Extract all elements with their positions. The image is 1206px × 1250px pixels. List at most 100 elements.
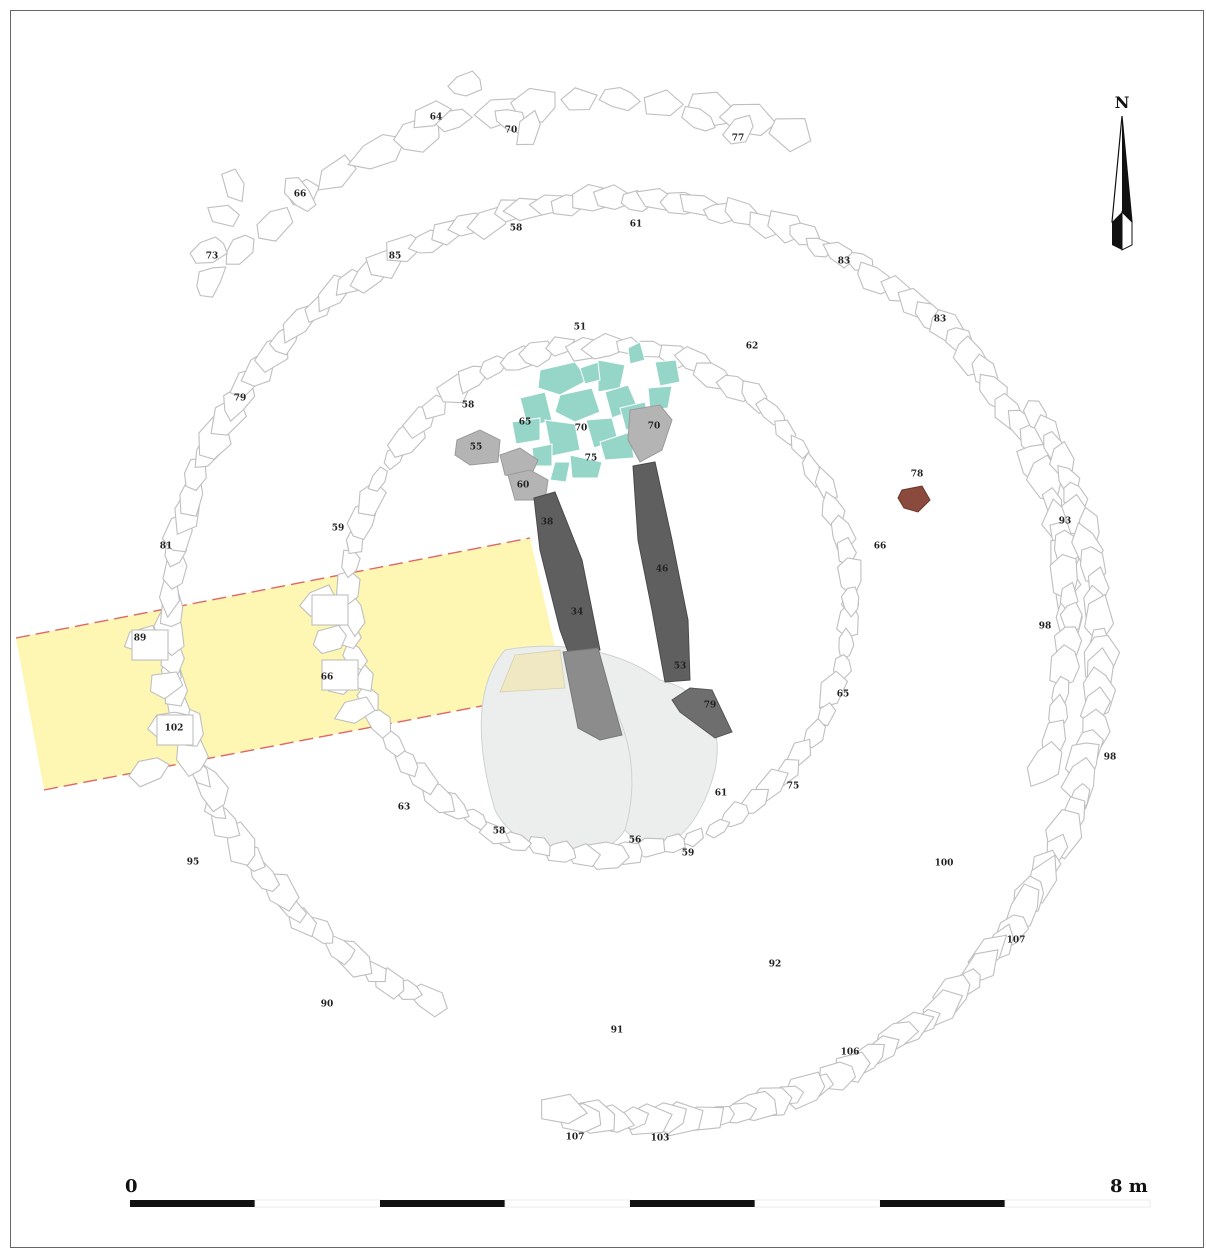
ring-stone (333, 696, 376, 724)
ring-stone (413, 100, 453, 129)
trench-stone (156, 714, 194, 746)
stone-label: 79 (704, 701, 717, 711)
ring-stone (560, 87, 598, 111)
stone-label: 70 (648, 422, 661, 432)
stone-label: 59 (332, 524, 345, 534)
stone-label: 64 (430, 113, 443, 123)
ring-stone (394, 749, 419, 778)
stone-label: 95 (187, 858, 200, 868)
orthostats (533, 461, 733, 741)
ring-stone (816, 702, 837, 727)
ring-stone (1049, 644, 1080, 686)
stone-label: 60 (517, 481, 530, 491)
ring-stone (541, 1093, 589, 1125)
stone-label: 62 (746, 342, 759, 352)
ring-stone (421, 394, 447, 420)
ring-stone (836, 536, 858, 566)
stone-label: 55 (470, 443, 483, 453)
ring-stone (545, 336, 576, 357)
north-arrow: N (1111, 93, 1133, 251)
stone-label: 46 (656, 565, 669, 575)
stone-label: 91 (611, 1026, 624, 1036)
ring-stone (256, 206, 294, 242)
stone-rings (123, 70, 1121, 1137)
central-mound (480, 645, 718, 856)
ring-stone (681, 105, 716, 132)
ring-stone (189, 236, 228, 264)
ring-stone (527, 836, 551, 857)
north-label: N (1115, 93, 1130, 112)
ring-stone (196, 266, 227, 298)
stone-label: 61 (630, 220, 643, 230)
ring-stone (478, 820, 511, 845)
stone-label: 70 (575, 424, 588, 434)
stone-label: 103 (651, 1134, 670, 1144)
stone-label: 98 (1104, 753, 1117, 763)
stone-label: 73 (206, 252, 219, 262)
ring-stone (1026, 740, 1063, 788)
trench-stone (321, 659, 359, 691)
stone-label: 92 (769, 960, 782, 970)
stone-label: 70 (505, 126, 518, 136)
stone-label: 98 (1039, 622, 1052, 632)
stone-label: 59 (682, 849, 695, 859)
ring-stone (818, 670, 849, 709)
stone-label: 106 (841, 1048, 860, 1058)
ring-stone (768, 118, 812, 153)
ring-stone (457, 365, 488, 395)
ring-stone (149, 671, 184, 700)
ring-stone (516, 109, 541, 146)
ring-stone (499, 831, 533, 852)
stone-label: 85 (389, 252, 402, 262)
stone-label: 58 (462, 401, 475, 411)
stone-label: 66 (874, 542, 887, 552)
ring-stone (682, 827, 705, 848)
ring-stone (838, 627, 855, 661)
ring-stone (1084, 593, 1115, 646)
stone-label: 102 (165, 724, 184, 734)
ring-stone (128, 757, 170, 788)
stone-label: 56 (629, 836, 642, 846)
stone-label: 53 (674, 662, 687, 672)
red-stone (897, 485, 931, 513)
stone-label: 66 (294, 190, 307, 200)
stone-label: 79 (234, 394, 247, 404)
stone-label: 75 (585, 454, 598, 464)
ring-stone (705, 818, 731, 839)
stone-label: 90 (321, 1000, 334, 1010)
stone-label: 83 (838, 257, 851, 267)
stone-label: 58 (510, 224, 523, 234)
stone-label: 81 (160, 542, 173, 552)
stone-label: 38 (541, 518, 554, 528)
stone-label: 83 (934, 315, 947, 325)
scale-start-label: 0 (125, 1176, 138, 1197)
scale-end-label: 8 m (1110, 1176, 1148, 1197)
stone-label: 89 (134, 634, 147, 644)
ring-stone (207, 204, 240, 228)
stone-label: 66 (321, 673, 334, 683)
trench-stone (131, 629, 169, 661)
ring-stone (790, 434, 810, 460)
stone-label: 65 (519, 418, 532, 428)
stone-label: 61 (715, 789, 728, 799)
stone-label: 100 (935, 859, 954, 869)
ring-stone (518, 340, 554, 368)
ring-stone (221, 168, 245, 203)
ring-stone (317, 154, 357, 191)
ring-stone (643, 89, 685, 117)
stone-label: 107 (566, 1133, 585, 1143)
stone-label: 78 (911, 470, 924, 480)
trench-stone (311, 594, 349, 626)
stone-label: 63 (398, 803, 411, 813)
stone-label: 77 (732, 134, 745, 144)
ring-stone (598, 87, 642, 112)
ring-stone (840, 586, 860, 618)
ring-stone (347, 134, 407, 170)
ring-stone (367, 466, 389, 492)
turquoise-stone-cluster (511, 341, 681, 483)
ring-stone (283, 177, 317, 213)
ring-stone (543, 840, 577, 863)
ring-stone (225, 234, 255, 265)
